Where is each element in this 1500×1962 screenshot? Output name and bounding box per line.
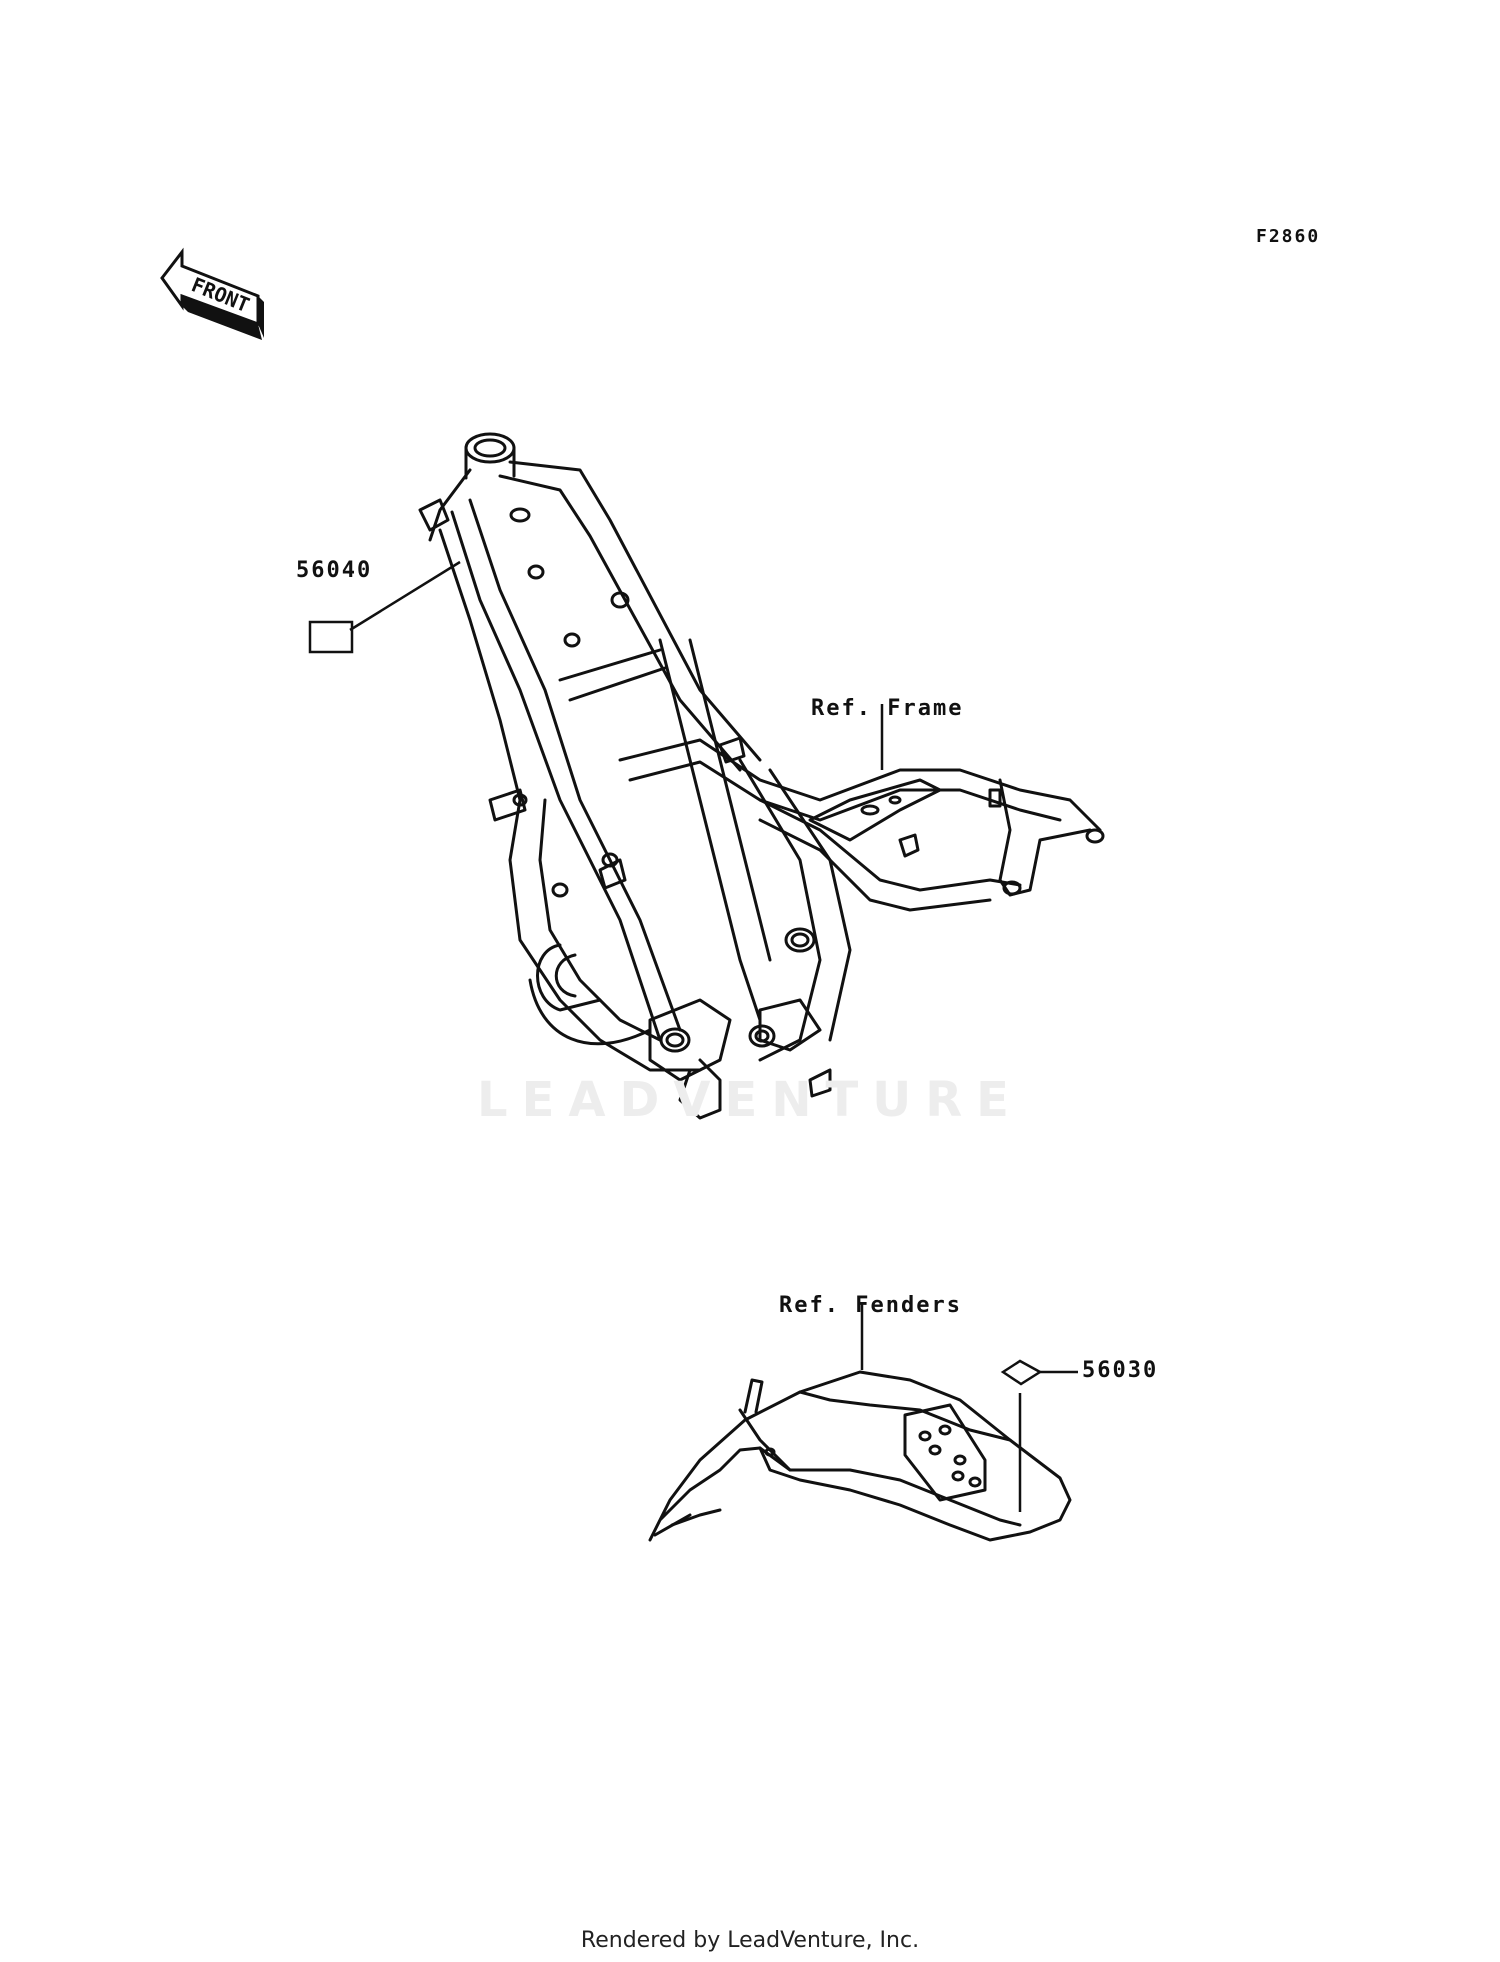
callout-ref-fenders[interactable]: Ref. Fenders bbox=[779, 1293, 962, 1318]
watermark: LEADVENTURE bbox=[477, 1072, 1023, 1128]
leader-lines bbox=[349, 560, 1078, 1512]
decal-56040-icon bbox=[308, 620, 354, 654]
footer-credit: Rendered by LeadVenture, Inc. bbox=[580, 1928, 920, 1953]
frame-drawing bbox=[418, 432, 1105, 1120]
callout-ref-frame[interactable]: Ref. Frame bbox=[811, 696, 964, 721]
rear-fender-drawing bbox=[648, 1370, 1072, 1542]
decal-56030-icon bbox=[1000, 1359, 1043, 1386]
callout-part-56030[interactable]: 56030 bbox=[1082, 1358, 1159, 1383]
front-arrow-icon: FRONT bbox=[160, 247, 264, 340]
diagram-code: F2860 bbox=[1256, 226, 1321, 247]
callout-part-56040[interactable]: 56040 bbox=[296, 558, 373, 583]
